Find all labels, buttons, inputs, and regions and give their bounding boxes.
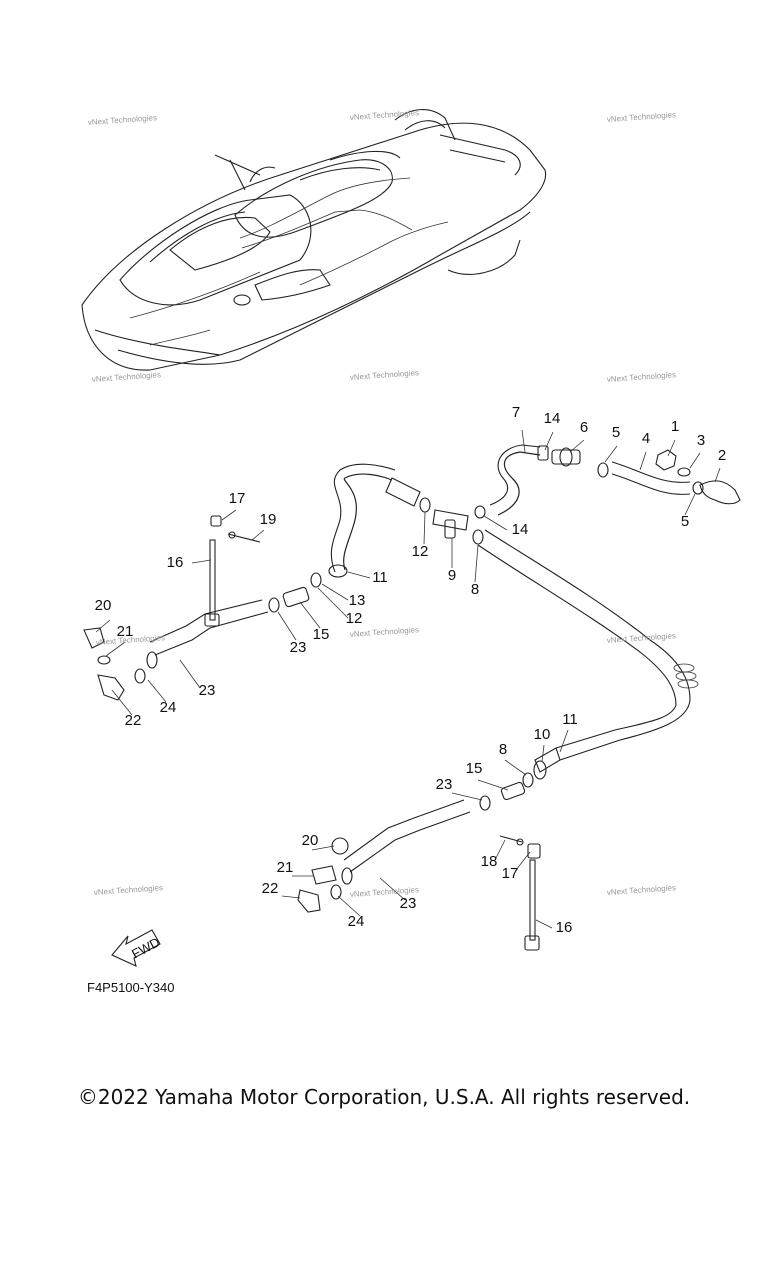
callout-2: 2 — [718, 447, 726, 464]
leader-lines — [95, 429, 721, 929]
callout-23: 23 — [199, 682, 216, 699]
callout-11: 11 — [562, 711, 578, 728]
watermark: vNext Technologies — [350, 368, 420, 382]
callout-5: 5 — [681, 513, 689, 530]
callout-18: 18 — [481, 853, 498, 870]
callout-8: 8 — [471, 581, 479, 598]
callout-16: 16 — [167, 554, 184, 571]
callout-22: 22 — [262, 880, 279, 897]
callout-12: 12 — [346, 610, 363, 627]
callout-15: 15 — [466, 760, 483, 777]
watermark: vNext Technologies — [607, 883, 677, 897]
callout-20: 20 — [95, 597, 112, 614]
callout-15: 15 — [313, 626, 330, 643]
callout-8: 8 — [499, 741, 507, 758]
watermark: vNext Technologies — [96, 633, 166, 647]
callout-14: 14 — [512, 521, 529, 538]
upper-hose-assembly — [146, 444, 741, 761]
callout-1: 1 — [671, 418, 679, 435]
watercraft-illustration — [81, 109, 547, 371]
callout-17: 17 — [229, 490, 246, 507]
callout-9: 9 — [448, 567, 456, 584]
callout-14: 14 — [544, 410, 561, 427]
watermark: vNext Technologies — [92, 370, 162, 384]
callout-23: 23 — [400, 895, 417, 912]
watermark: vNext Technologies — [350, 625, 420, 639]
copyright-notice: ©2022 Yamaha Motor Corporation, U.S.A. A… — [77, 1085, 691, 1109]
callout-7: 7 — [512, 404, 520, 421]
watermark: vNext Technologies — [94, 883, 164, 897]
lower-hose-assembly — [297, 747, 561, 951]
watermark-layer: vNext Technologies vNext Technologies vNex… — [88, 108, 677, 899]
callout-21: 21 — [117, 623, 134, 640]
callout-5: 5 — [612, 424, 620, 441]
callout-3: 3 — [697, 432, 705, 449]
figure-code: F4P5100-Y340 — [87, 980, 174, 995]
watermark: vNext Technologies — [350, 108, 420, 122]
callout-22: 22 — [125, 712, 142, 729]
callout-24: 24 — [348, 913, 365, 930]
callout-21: 21 — [277, 859, 294, 876]
fwd-arrow-icon: FWD — [111, 929, 162, 967]
callout-23: 23 — [290, 639, 307, 656]
callout-24: 24 — [160, 699, 177, 716]
fwd-label: FWD — [129, 934, 162, 961]
watermark: vNext Technologies — [607, 631, 677, 645]
callout-12: 12 — [412, 543, 429, 560]
callout-16: 16 — [556, 919, 573, 936]
callout-13: 13 — [349, 592, 366, 609]
callout-17: 17 — [502, 865, 519, 882]
watermark: vNext Technologies — [607, 370, 677, 384]
watermark: vNext Technologies — [607, 110, 677, 124]
callout-11: 11 — [372, 569, 388, 586]
watermark: vNext Technologies — [88, 113, 158, 127]
callout-20: 20 — [302, 832, 319, 849]
left-fittings — [83, 515, 261, 701]
callout-4: 4 — [642, 430, 650, 447]
callout-23: 23 — [436, 776, 453, 793]
callout-19: 19 — [260, 511, 277, 528]
callout-6: 6 — [580, 419, 588, 436]
callout-10: 10 — [534, 726, 551, 743]
